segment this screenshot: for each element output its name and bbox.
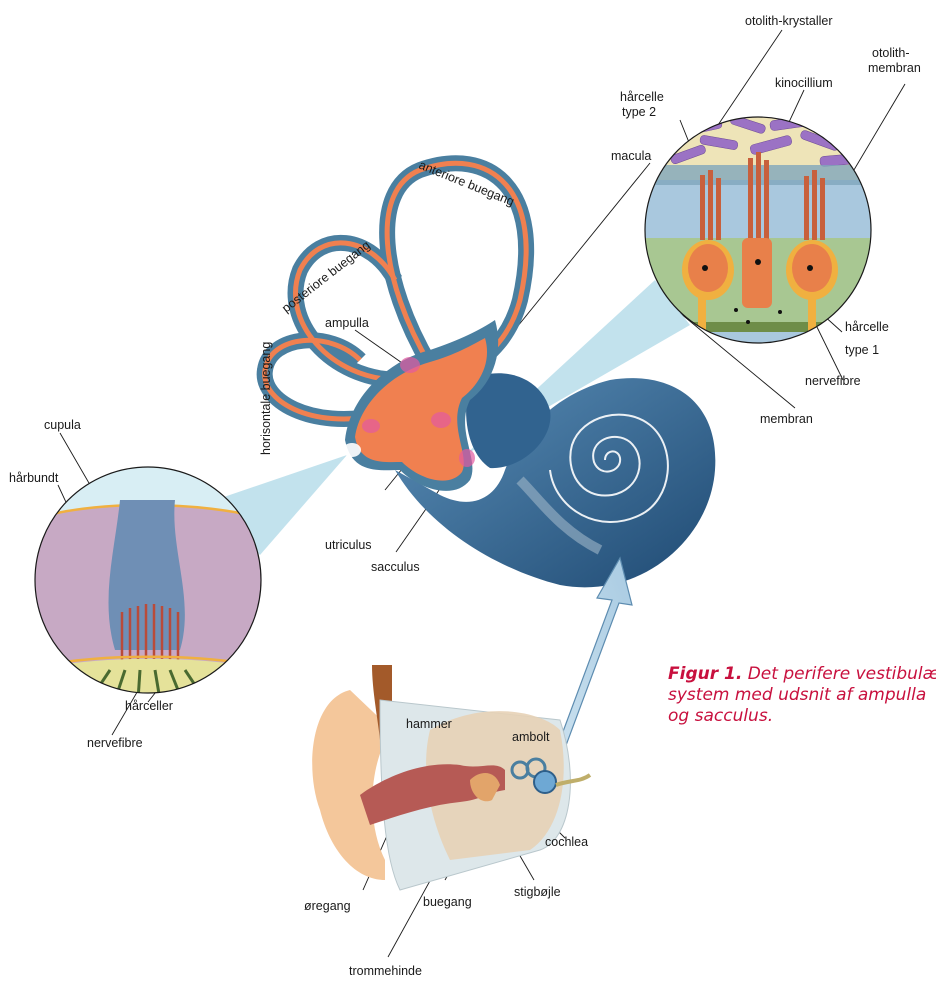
label-ambolt: ambolt <box>512 730 550 744</box>
label-nervefibre-right: nervefibre <box>805 374 861 388</box>
label-otolith-krystaller: otolith-krystaller <box>745 14 833 28</box>
label-macula: macula <box>611 149 651 163</box>
label-otolith-membran-1: otolith- <box>872 46 910 60</box>
label-haarcelle-type1-2: type 1 <box>845 343 879 357</box>
label-kinocillium: kinocillium <box>775 76 833 90</box>
label-haarbundt: hårbundt <box>9 471 59 485</box>
label-haarcelle-type2-2: type 2 <box>622 105 656 119</box>
label-buegang: buegang <box>423 895 472 909</box>
label-haarcelle-type1-1: hårcelle <box>845 320 889 334</box>
label-haarcelle-type2-1: hårcelle <box>620 90 664 104</box>
caption-prefix: Figur 1. <box>668 664 742 684</box>
label-otolith-membran-2: membran <box>868 61 921 75</box>
outer-ear <box>312 665 590 890</box>
figure-caption: Figur 1. Det perifere vestibulære system… <box>668 664 936 727</box>
label-cochlea: cochlea <box>545 835 588 849</box>
caption-line2: system med udsnit af ampulla <box>668 685 936 706</box>
label-hammer: hammer <box>406 717 452 731</box>
label-cupula: cupula <box>44 418 81 432</box>
label-stigboejle: stigbøjle <box>514 885 561 899</box>
label-oeregang: øregang <box>304 899 351 913</box>
caption-line3: og sacculus. <box>668 706 936 727</box>
label-horisontale-buegang: horisontale buegang <box>259 342 273 455</box>
label-trommehinde: trommehinde <box>349 964 422 978</box>
label-membran: membran <box>760 412 813 426</box>
label-sacculus: sacculus <box>371 560 420 574</box>
label-haarceller: hårceller <box>125 699 173 713</box>
label-ampulla: ampulla <box>325 316 369 330</box>
label-utriculus: utriculus <box>325 538 372 552</box>
caption-line1: Det perifere vestibulære <box>742 664 936 684</box>
label-nervefibre-left: nervefibre <box>87 736 143 750</box>
